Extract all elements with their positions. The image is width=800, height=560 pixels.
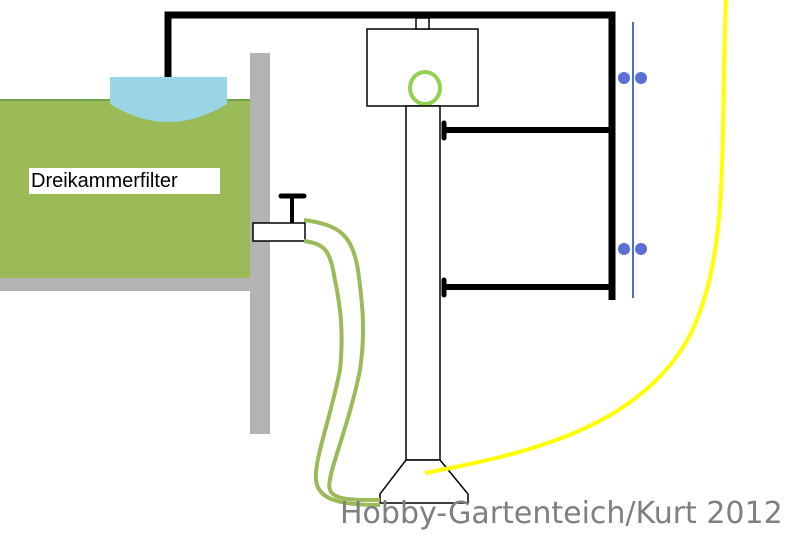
filter-label: Dreikammerfilter bbox=[29, 168, 220, 194]
wall bbox=[250, 53, 270, 434]
housing-top-connector bbox=[415, 17, 430, 30]
column-housing bbox=[366, 28, 479, 107]
top-pipe bbox=[164, 11, 616, 300]
tap-spout bbox=[252, 222, 306, 242]
hose-inner-line bbox=[303, 239, 381, 507]
column-tube bbox=[405, 105, 441, 461]
filter-base-plate bbox=[0, 278, 270, 291]
watermark-text: Hobby-Gartenteich/Kurt 2012 bbox=[340, 496, 783, 531]
sensor-ring bbox=[408, 70, 442, 106]
valve-handle-icon bbox=[278, 193, 307, 223]
hose-outer-line bbox=[303, 218, 381, 502]
yellow-cable bbox=[424, 0, 728, 475]
float-switch-icon bbox=[618, 72, 647, 255]
filter-water-dome bbox=[110, 77, 227, 122]
